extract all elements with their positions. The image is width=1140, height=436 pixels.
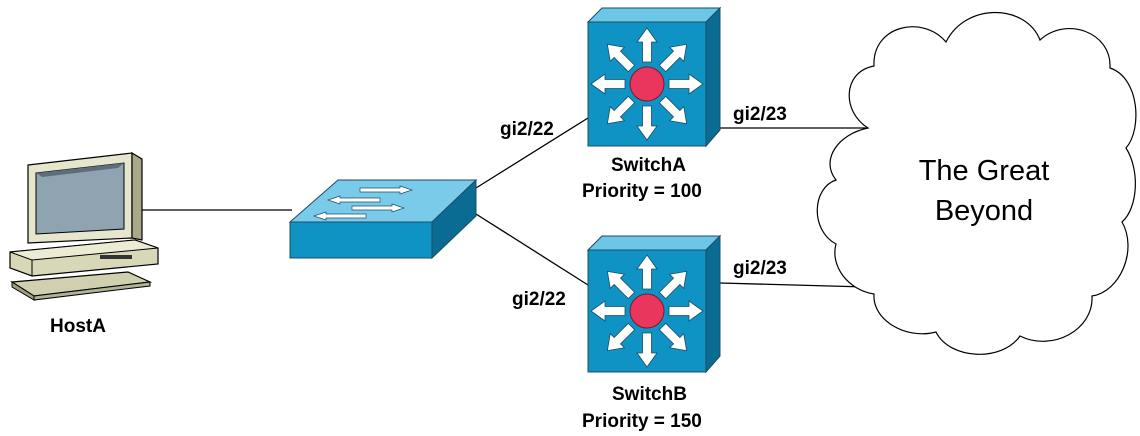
links	[138, 117, 867, 288]
cloud-label-line1: The Great	[919, 155, 1050, 187]
link-workgroup-switch-to-switch-b	[475, 213, 589, 286]
link-switch-b-to-cloud	[719, 282, 867, 288]
cloud-label-line2: Beyond	[935, 195, 1033, 227]
switch-a-port-in: gi2/22	[500, 119, 554, 140]
cloud-icon	[816, 11, 1137, 355]
switch-a-name: SwitchA	[611, 155, 686, 176]
switch-b-port-in: gi2/22	[512, 289, 566, 310]
pc-icon	[9, 151, 159, 301]
switch-b-name: SwitchB	[612, 384, 687, 405]
switch-a-port-out: gi2/23	[733, 104, 787, 125]
switch-b-priority: Priority = 150	[582, 411, 702, 432]
host-label: HostA	[50, 316, 106, 337]
multilayer-switch-icon-a	[586, 6, 722, 148]
workgroup-switch-icon	[288, 178, 478, 260]
switch-b-port-out: gi2/23	[733, 258, 787, 279]
link-workgroup-switch-to-switch-a	[475, 117, 589, 189]
switch-a-priority: Priority = 100	[582, 181, 702, 202]
multilayer-switch-icon-b	[586, 234, 722, 374]
